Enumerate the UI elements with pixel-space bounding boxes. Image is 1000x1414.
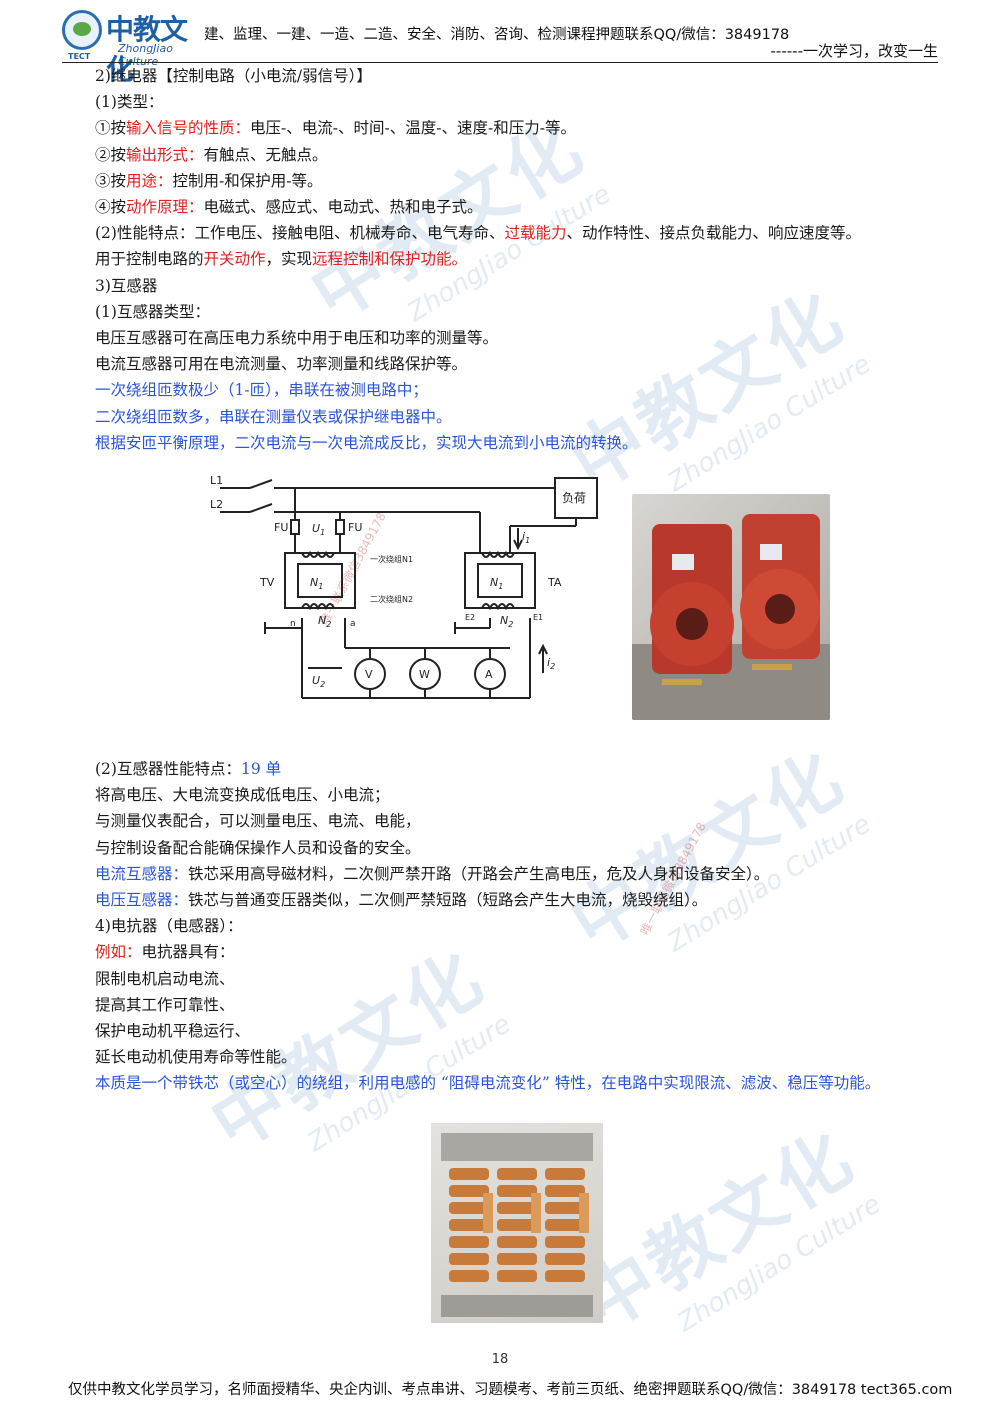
label-primary: 一次绕组N1 [370, 554, 413, 564]
logo-abbr-text: TECT [68, 52, 91, 61]
reactor-item: 保护电动机平稳运行、 [95, 1022, 251, 1041]
label-i2: i2 [547, 656, 555, 671]
label-fu-left: FU [274, 521, 288, 534]
relay-heading: 2)继电器【控制电路（小电流/弱信号）】 [95, 67, 372, 85]
label-ta: TA [547, 576, 562, 589]
relay-usage: 用于控制电路的开关动作，实现远程控制和保护功能。 [95, 250, 468, 269]
transformer-perf-line: 将高电压、大电流变换成低电压、小电流； [95, 786, 390, 805]
meter-w-label: W [419, 668, 430, 681]
logo-cn-text: 中教文化 [106, 13, 188, 86]
label-u1: U1 [312, 522, 325, 537]
page-header: 中教文化 ZhongJiao Culture TECT 建、监理、一建、一造、二… [0, 0, 1000, 86]
reactor-essence: 本质是一个带铁芯（或空心）的绕组，利用电感的 “阻碍电流变化” 特性，在电路中实… [95, 1074, 881, 1093]
transformer-heading: 3)互感器 [95, 276, 158, 295]
label-load: 负荷 [562, 491, 586, 505]
brand-logo: 中教文化 ZhongJiao Culture TECT [62, 8, 212, 86]
relay-type-3: ③按用途：控制用-和保护用-等。 [95, 171, 323, 190]
label-n2-tv: N2 [318, 614, 331, 629]
label-l1: L1 [210, 474, 223, 487]
relay-type-1: ①按输入信号的性质：电压-、电流-、时间-、温度-、速度-和压力-等。 [95, 119, 576, 138]
reactor-item: 限制电机启动电流、 [95, 969, 235, 988]
transformer-circuit-diagram: L1 L2 FU FU U1 TV TA N1 N1 N2 N2 一次绕组N1 … [210, 474, 598, 700]
ct-note: 电流互感器：铁芯采用高导磁材料，二次侧严禁开路（开路会产生高电压，危及人身和设备… [95, 864, 770, 883]
reactor-item: 延长电动机使用寿命等性能。 [95, 1048, 297, 1067]
perf-tag: 19 单 [240, 760, 282, 779]
footer-notice: 仅供中教文化学员学习，名师面授精华、央企内训、考点串讲、习题模考、考前三页纸、绝… [68, 1382, 953, 1398]
label-e2-terminal: E2 [465, 613, 475, 622]
transformer-figures: L1 L2 FU FU U1 TV TA N1 N1 N2 N2 一次绕组N1 … [62, 456, 940, 756]
transformer-line: 电流互感器可用在电流测量、功率测量和线路保护等。 [95, 355, 468, 374]
label-e1-terminal: E1 [533, 613, 543, 622]
label-l2: L2 [210, 498, 223, 511]
relay-type-2: ②按输出形式：有触点、无触点。 [95, 145, 328, 164]
label-n1-tv: N1 [310, 576, 323, 591]
header-slogan: ------一次学习，改变一生 [770, 42, 938, 60]
label-i1: i1 [522, 530, 530, 545]
transformer-perf-title: (2)互感器性能特点：19 单 [95, 760, 282, 779]
label-tv: TV [259, 576, 275, 589]
label-u2: U2 [312, 674, 325, 689]
header-divider [62, 62, 938, 63]
transformer-highlight: 二次绕组匝数多，串联在测量仪表或保护继电器中。 [95, 407, 452, 426]
reactor-photo [431, 1122, 603, 1323]
label-n1-ta: N1 [490, 576, 503, 591]
reactor-item: 提高其工作可靠性、 [95, 995, 235, 1014]
label-n2-ta: N2 [500, 614, 513, 629]
label-a-terminal: a [350, 619, 356, 629]
page-content: 2)继电器【控制电路（小电流/弱信号）】 (1)类型： ①按输入信号的性质：电压… [62, 63, 940, 1337]
label-fu-right: FU [348, 521, 362, 534]
transformer-types-title: (1)互感器类型： [95, 302, 210, 321]
transformer-highlight: 一次绕组匝数极少（1-匝），串联在被测电路中； [95, 381, 428, 400]
reactor-example: 例如：电抗器具有： [95, 943, 235, 962]
current-transformer-photo [632, 494, 830, 721]
label-secondary: 二次绕组N2 [370, 594, 413, 604]
logo-en-text: ZhongJiao Culture [118, 42, 173, 68]
transformer-line: 电压互感器可在高压电力系统中用于电压和功率的测量等。 [95, 329, 499, 348]
meter-v-label: V [365, 668, 373, 681]
reactor-heading: 4)电抗器（电感器）： [95, 917, 243, 936]
label-n-terminal: n [290, 619, 296, 629]
vt-note: 电压互感器：铁芯与普通变压器类似，二次侧严禁短路（短路会产生大电流，烧毁绕组）。 [95, 891, 708, 910]
meter-a-label: A [485, 668, 493, 681]
relay-performance: (2)性能特点：工作电压、接触电阻、机械寿命、电气寿命、过载能力、动作特性、接点… [95, 224, 861, 243]
logo-globe-icon [62, 10, 102, 50]
relay-types-title: (1)类型： [95, 93, 164, 112]
relay-type-4: ④按动作原理：电磁式、感应式、电动式、热和电子式。 [95, 198, 483, 217]
transformer-perf-line: 与控制设备配合能确保操作人员和设备的安全。 [95, 838, 421, 857]
transformer-highlight: 根据安匝平衡原理，二次电流与一次电流成反比，实现大电流到小电流的转换。 [95, 433, 638, 452]
page-number: 18 [491, 1352, 509, 1367]
reactor-figure [62, 1097, 940, 1337]
header-courses: 建、监理、一建、一造、二造、安全、消防、咨询、检测课程押题联系QQ/微信：384… [204, 27, 790, 43]
transformer-perf-line: 与测量仪表配合，可以测量电压、电流、电能， [95, 812, 421, 831]
